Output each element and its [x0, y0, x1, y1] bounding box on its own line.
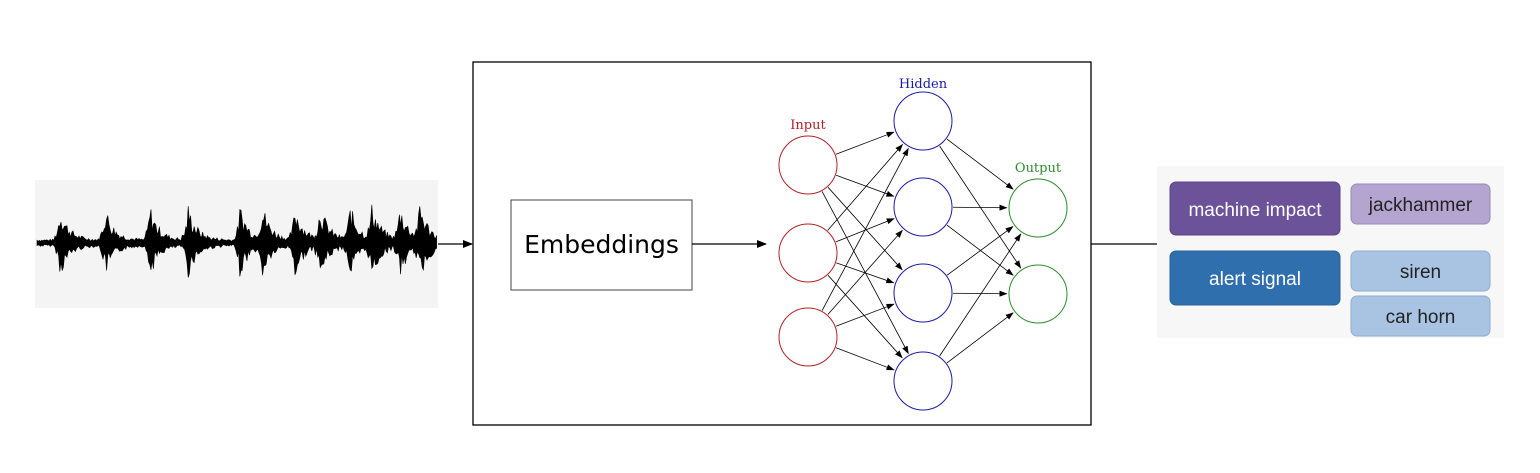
class-machine-impact: machine impact [1169, 181, 1341, 236]
output-node-1 [1008, 178, 1068, 238]
output-node-2 [1008, 264, 1068, 324]
embeddings-label: Embeddings [524, 230, 679, 259]
connection-input-1-to-hidden-3 [827, 187, 903, 271]
class-siren-label: siren [1400, 262, 1441, 283]
hidden-node-4 [893, 351, 953, 411]
class-jackhammer-label: jackhammer [1368, 195, 1473, 216]
embeddings-box [510, 199, 693, 291]
connection-hidden-3-to-output-1 [946, 226, 1014, 276]
class-car-horn: car horn [1350, 295, 1491, 337]
audio-waveform [35, 180, 438, 308]
connection-input-1-to-hidden-2 [836, 174, 895, 197]
connection-input-3-to-hidden-1 [821, 147, 909, 311]
connection-hidden-4-to-output-1 [939, 233, 1022, 357]
connection-input-3-to-hidden-3 [835, 303, 895, 327]
input-node-3 [778, 307, 838, 367]
output-layer-label: Output [1015, 161, 1062, 176]
input-node-2 [778, 223, 838, 283]
embeddings-block: Embeddings [510, 199, 693, 291]
connection-input-1-to-hidden-1 [835, 131, 895, 155]
network-nodes [778, 91, 1068, 411]
connection-input-3-to-hidden-4 [835, 347, 895, 371]
hidden-node-3 [893, 263, 953, 323]
class-siren: siren [1350, 250, 1491, 292]
connection-input-3-to-hidden-2 [827, 229, 903, 315]
class-alert-signal-label: alert signal [1209, 269, 1301, 290]
hidden-layer-label: Hidden [899, 77, 948, 92]
hidden-node-1 [893, 91, 953, 151]
connection-hidden-2-to-output-2 [946, 224, 1014, 276]
waveform-trace [36, 204, 437, 278]
connection-hidden-1-to-output-2 [939, 145, 1022, 269]
connection-input-2-to-hidden-4 [827, 275, 903, 359]
input-node-1 [778, 135, 838, 195]
network-connections [821, 131, 1022, 371]
hidden-node-2 [893, 177, 953, 237]
class-alert-signal: alert signal [1169, 250, 1341, 306]
class-labels-panel: machine impact jackhammer alert signal s… [1157, 166, 1504, 338]
input-layer-label: Input [790, 118, 826, 133]
neural-network: Input Hidden Output [778, 77, 1068, 411]
class-car-horn-label: car horn [1386, 307, 1456, 328]
connection-hidden-1-to-output-1 [946, 138, 1014, 190]
class-jackhammer: jackhammer [1350, 183, 1491, 225]
connection-input-2-to-hidden-1 [827, 143, 903, 231]
class-machine-impact-label: machine impact [1188, 200, 1322, 221]
connection-hidden-4-to-output-2 [946, 312, 1014, 364]
